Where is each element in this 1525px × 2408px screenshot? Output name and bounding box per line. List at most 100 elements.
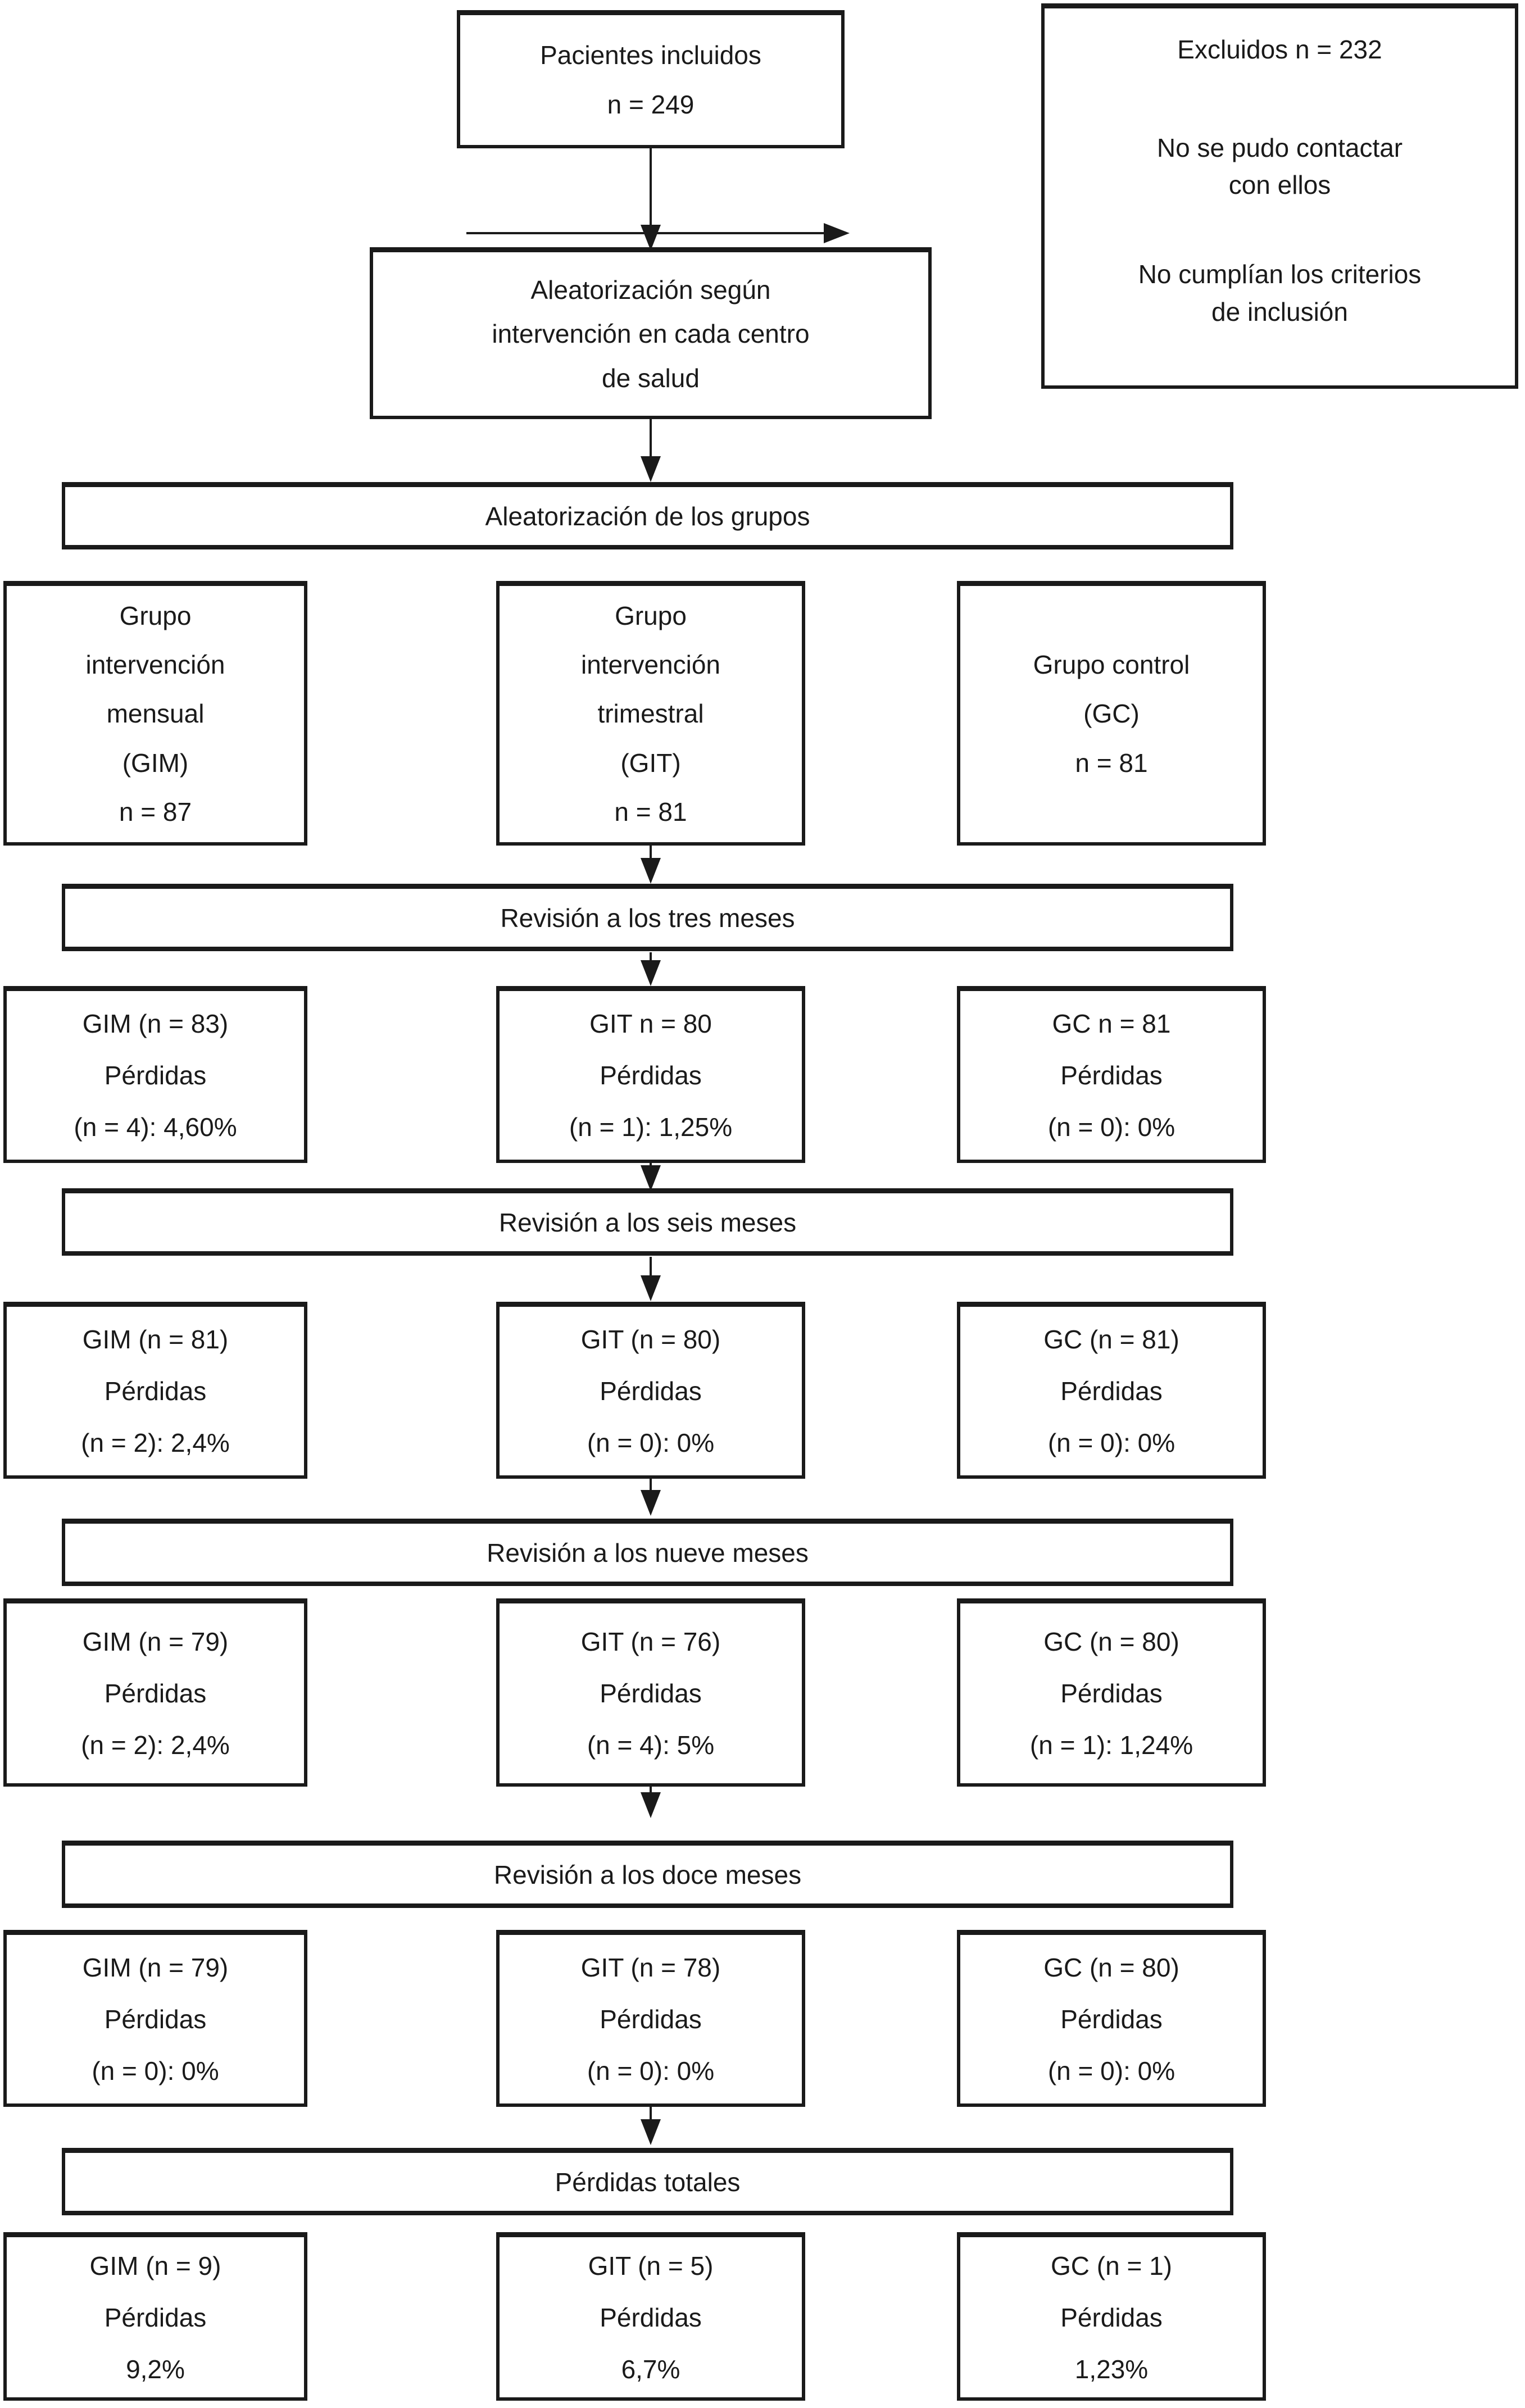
box-line: Pérdidas — [104, 1376, 207, 1406]
box-line: intervención — [580, 649, 721, 679]
box-line: (n = 0): 0% — [92, 2056, 219, 2086]
flow-line-right — [466, 232, 826, 234]
flow-arrow-down — [641, 1275, 661, 1301]
box-line: de inclusión — [1211, 297, 1348, 326]
stage-banner-9-months: Revisión a los nueve meses — [62, 1519, 1233, 1586]
box-line: trimestral — [597, 699, 704, 729]
flow-line-down — [650, 148, 652, 226]
box-line: mensual — [106, 699, 205, 729]
excluded-box: Excluidos n = 232 No se pudo contactar c… — [1041, 3, 1518, 389]
box-line: (n = 1): 1,24% — [1029, 1730, 1193, 1760]
box-line: (n = 0): 0% — [1047, 1112, 1175, 1142]
box-line: n = 249 — [607, 89, 695, 119]
box-line: GIT (n = 80) — [580, 1325, 721, 1354]
stage-banner-12-months: Revisión a los doce meses — [62, 1841, 1233, 1908]
stage-box-gim-6m: GIM (n = 81) Pérdidas (n = 2): 2,4% — [3, 1302, 307, 1479]
box-line: GIT (n = 78) — [580, 1953, 721, 1982]
box-line: No se pudo contactar — [1156, 133, 1403, 162]
stage-box-gim-total: GIM (n = 9) Pérdidas 9,2% — [3, 2232, 307, 2401]
box-line: con ellos — [1228, 170, 1331, 200]
box-line: Pacientes incluidos — [540, 40, 761, 70]
patients-included-box: Pacientes incluidos n = 249 — [457, 10, 845, 148]
stage-box-gc-6m: GC (n = 81) Pérdidas (n = 0): 0% — [957, 1302, 1266, 1479]
box-line: Pérdidas — [1060, 2302, 1163, 2332]
box-line: intervención — [85, 649, 225, 679]
box-line: intervención en cada centro — [492, 319, 810, 349]
banner-label: Aleatorización de los grupos — [485, 501, 810, 531]
box-line: (n = 2): 2,4% — [81, 1730, 230, 1760]
box-line: GIT (n = 5) — [588, 2251, 714, 2280]
stage-box-gc-3m: GC n = 81 Pérdidas (n = 0): 0% — [957, 986, 1266, 1163]
excluded-title: Excluidos n = 232 — [1177, 35, 1382, 64]
flow-arrow-down — [641, 1490, 661, 1516]
stage-box-gim-12m: GIM (n = 79) Pérdidas (n = 0): 0% — [3, 1930, 307, 2107]
box-line: Aleatorización según — [530, 275, 771, 305]
flow-line-down — [650, 1478, 652, 1492]
box-line: (n = 0): 0% — [587, 2056, 715, 2086]
stage-box-git-12m: GIT (n = 78) Pérdidas (n = 0): 0% — [496, 1930, 805, 2107]
box-line: Pérdidas — [1060, 1376, 1163, 1406]
box-line: 6,7% — [621, 2354, 680, 2384]
stage-box-gim-3m: GIM (n = 83) Pérdidas (n = 4): 4,60% — [3, 986, 307, 1163]
stage-box-git-total: GIT (n = 5) Pérdidas 6,7% — [496, 2232, 805, 2401]
box-line: GC (n = 80) — [1043, 1953, 1179, 1982]
box-line: Pérdidas — [1060, 2005, 1163, 2034]
excluded-reason: No se pudo contactar con ellos — [1157, 129, 1403, 204]
box-line: Pérdidas — [600, 1376, 702, 1406]
box-line: GIT n = 80 — [589, 1009, 712, 1038]
box-line: GC (n = 80) — [1043, 1627, 1179, 1656]
stage-box-gim-9m: GIM (n = 79) Pérdidas (n = 2): 2,4% — [3, 1598, 307, 1787]
banner-label: Revisión a los nueve meses — [487, 1538, 809, 1568]
box-line: Pérdidas — [104, 2302, 207, 2332]
group-box-git: Grupo intervención trimestral (GIT) n = … — [496, 581, 805, 846]
flow-arrow-down — [641, 2119, 661, 2145]
box-line: n = 81 — [614, 797, 687, 827]
box-line: (n = 0): 0% — [587, 1428, 715, 1457]
randomization-box: Aleatorización según intervención en cad… — [370, 247, 932, 419]
flow-arrow-down — [641, 456, 661, 482]
box-line: GC n = 81 — [1052, 1009, 1171, 1038]
box-line: GIM (n = 79) — [82, 1953, 229, 1982]
box-line: Grupo — [119, 601, 192, 630]
box-line: n = 81 — [1075, 748, 1148, 778]
stage-box-gc-12m: GC (n = 80) Pérdidas (n = 0): 0% — [957, 1930, 1266, 2107]
banner-label: Revisión a los doce meses — [493, 1860, 802, 1889]
box-line: Pérdidas — [104, 1061, 207, 1090]
box-line: Pérdidas — [104, 2005, 207, 2034]
flow-arrow-down — [641, 225, 661, 251]
box-line: GC (n = 1) — [1050, 2251, 1172, 2280]
stage-box-gc-total: GC (n = 1) Pérdidas 1,23% — [957, 2232, 1266, 2401]
box-line: de salud — [602, 363, 700, 393]
flow-line-down — [650, 1787, 652, 1794]
box-line: (GC) — [1083, 699, 1140, 729]
flow-arrow-down — [641, 858, 661, 884]
flow-line-down — [650, 1257, 652, 1277]
stage-banner-6-months: Revisión a los seis meses — [62, 1188, 1233, 1256]
stage-box-git-9m: GIT (n = 76) Pérdidas (n = 4): 5% — [496, 1598, 805, 1787]
flow-line-down — [650, 2107, 652, 2121]
stage-box-git-6m: GIT (n = 80) Pérdidas (n = 0): 0% — [496, 1302, 805, 1479]
box-line: (n = 4): 4,60% — [74, 1112, 237, 1142]
flow-arrow-down — [641, 1792, 661, 1818]
stage-banner-3-months: Revisión a los tres meses — [62, 884, 1233, 951]
box-line: Pérdidas — [600, 1061, 702, 1090]
group-box-gc: Grupo control (GC) n = 81 — [957, 581, 1266, 846]
stage-box-gc-9m: GC (n = 80) Pérdidas (n = 1): 1,24% — [957, 1598, 1266, 1787]
stage-box-git-3m: GIT n = 80 Pérdidas (n = 1): 1,25% — [496, 986, 805, 1163]
box-line: No cumplían los criterios — [1138, 260, 1422, 289]
box-line: (n = 1): 1,25% — [569, 1112, 733, 1142]
box-line: (n = 2): 2,4% — [81, 1428, 230, 1457]
group-box-gim: Grupo intervención mensual (GIM) n = 87 — [3, 581, 307, 846]
flow-arrow-down — [641, 960, 661, 986]
box-line: Pérdidas — [104, 1679, 207, 1708]
banner-label: Pérdidas totales — [555, 2167, 741, 2197]
box-line: GIM (n = 9) — [89, 2251, 221, 2280]
stage-banner-total-losses: Pérdidas totales — [62, 2148, 1233, 2215]
box-line: Pérdidas — [1060, 1061, 1163, 1090]
box-line: Pérdidas — [1060, 1679, 1163, 1708]
banner-label: Revisión a los tres meses — [500, 903, 795, 933]
excluded-reason: No cumplían los criterios de inclusión — [1138, 256, 1422, 330]
box-line: n = 87 — [119, 797, 192, 827]
box-line: GIM (n = 79) — [82, 1627, 229, 1656]
